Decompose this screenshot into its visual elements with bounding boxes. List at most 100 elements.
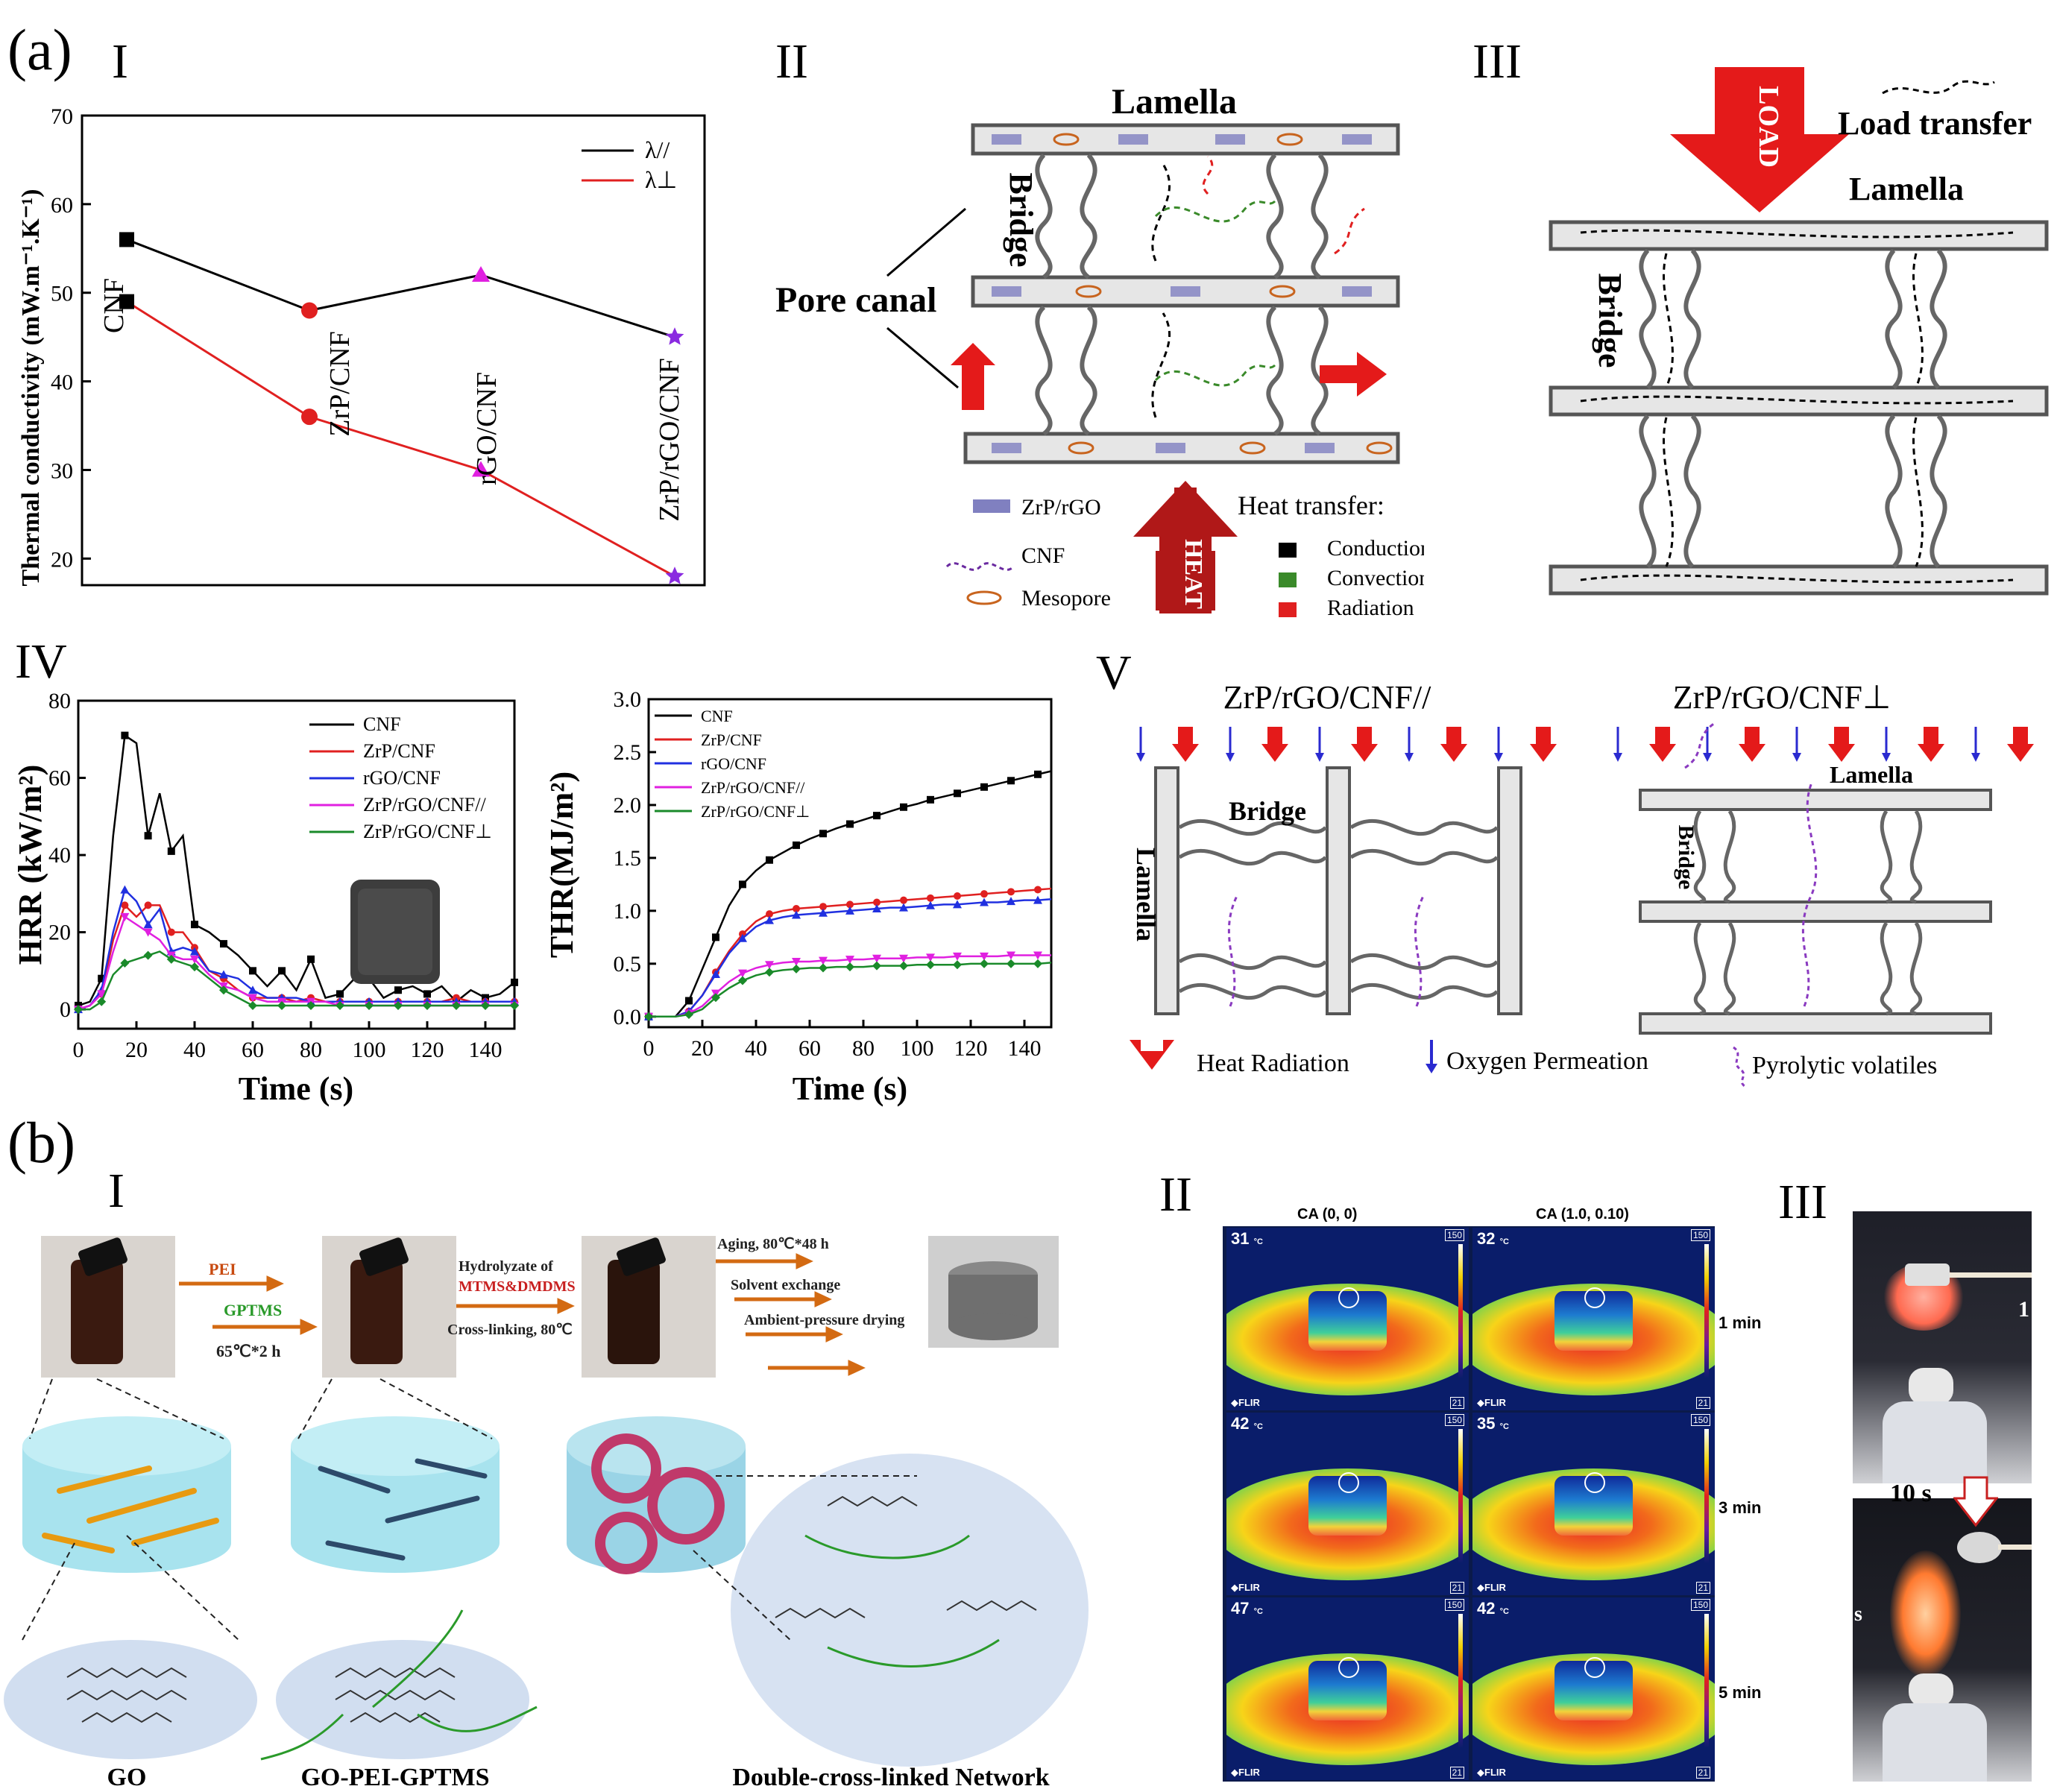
- legend-label: ZrP/CNF: [363, 740, 435, 762]
- data-point: [277, 1000, 286, 1010]
- heat-transfer-title: Heat transfer:: [1238, 490, 1385, 520]
- subpanel-label-aIII: III: [1472, 34, 1522, 89]
- go-sheet: [42, 1533, 115, 1553]
- data-point: [845, 906, 854, 915]
- crosslink-chain: [804, 1534, 1000, 1668]
- legend-mesopore-label: Mesopore: [1021, 586, 1111, 611]
- crosshair-icon: [1584, 1657, 1605, 1678]
- cylinder-top: [567, 1416, 746, 1476]
- pore-canal-arrow: [886, 326, 959, 389]
- y-tick-label: 3.0: [614, 687, 642, 712]
- data-point: [167, 847, 175, 855]
- subpanel-label-aV: V: [1096, 646, 1132, 700]
- data-point: [899, 961, 908, 971]
- lamella-plate: [1549, 385, 2049, 417]
- data-point: [472, 265, 490, 282]
- legend-label: ZrP/rGO/CNF//: [701, 778, 805, 797]
- scale-min: 21: [1449, 1767, 1464, 1779]
- convection-path: [1154, 364, 1276, 387]
- data-point: [685, 997, 693, 1005]
- zoom-guide: [96, 1378, 224, 1439]
- subpanel-label-aII: II: [775, 34, 808, 89]
- data-point: [980, 890, 988, 898]
- plot-frame: [77, 699, 516, 1030]
- bridge-wall: [1349, 953, 1499, 971]
- data-point: [190, 947, 199, 956]
- data-point: [1034, 770, 1042, 778]
- crosshair-icon: [1338, 1287, 1359, 1308]
- data-point: [423, 1000, 432, 1010]
- bridge-label: Bridge: [1003, 172, 1039, 267]
- heat-radiation-arrow: [1261, 727, 1288, 762]
- data-point: [121, 901, 129, 909]
- x-tick-label: 20: [125, 1038, 148, 1062]
- x-tick-label: 120: [411, 1038, 444, 1062]
- cylinder-top: [22, 1416, 231, 1476]
- legend-label: CNF: [701, 707, 733, 725]
- step2-condition: Cross-linking, 80℃: [447, 1322, 573, 1338]
- caption-double-cross-linked-network: Double-cross-linked Network: [732, 1764, 1049, 1791]
- bridge-label: Bridge: [1592, 273, 1628, 367]
- data-point: [766, 856, 773, 864]
- bridge-wall: [1639, 414, 1657, 569]
- data-point: [665, 327, 684, 345]
- heat-arrow-head: [1133, 481, 1238, 537]
- data-point: [954, 892, 961, 900]
- max-temp-readout: 42 °C: [1231, 1414, 1263, 1433]
- data-point: [980, 952, 989, 961]
- data-point: [301, 408, 318, 426]
- data-point: [510, 1000, 519, 1010]
- time-label-5min: 5 min: [1719, 1683, 1762, 1702]
- left-title: ZrP/rGO/CNF//: [1223, 679, 1431, 716]
- go-lattice: [66, 1667, 187, 1723]
- legend-heat-radiation-icon: [1130, 1040, 1174, 1070]
- max-temp-readout: 31 °C: [1231, 1229, 1263, 1248]
- color-scale-bar: [1458, 1429, 1463, 1563]
- heat-radiation-arrow: [1739, 727, 1765, 762]
- lamella-plate: [1326, 766, 1351, 1015]
- vial-cap: [617, 1237, 666, 1276]
- y-tick-label: 20: [48, 921, 71, 945]
- burner-wick: [1909, 1368, 1953, 1405]
- scale-max: 150: [1444, 1599, 1464, 1611]
- x-tick-label: 0: [73, 1038, 84, 1062]
- vial-liquid: [608, 1260, 660, 1364]
- caption-go: GO: [107, 1764, 147, 1791]
- x-tick-label: 40: [183, 1038, 206, 1062]
- bridge-wall: [1349, 848, 1499, 866]
- zoom-guide: [297, 1378, 333, 1439]
- step1-reagent-gptms: GPTMS: [224, 1301, 282, 1319]
- lamella-plate: [1154, 766, 1179, 1015]
- go-sheet: [131, 1518, 219, 1546]
- data-point: [738, 969, 747, 978]
- step1-reagent-pei: PEI: [209, 1260, 236, 1278]
- legend-label: ZrP/CNF: [701, 731, 762, 749]
- data-point: [143, 928, 153, 937]
- heat-radiation-arrow: [1172, 727, 1199, 762]
- data-point: [1007, 897, 1015, 906]
- y-axis-label: THR(MJ/m²): [544, 772, 580, 958]
- data-point: [926, 960, 935, 970]
- bridge-label-right: Bridge: [1674, 825, 1698, 890]
- sample-label-rgo-cnf: rGO/CNF: [471, 372, 503, 485]
- data-point: [765, 915, 774, 924]
- data-point: [120, 912, 130, 921]
- data-point: [766, 910, 773, 918]
- color-scale-bar: [1458, 1244, 1463, 1378]
- data-point: [278, 967, 286, 975]
- step-arrow-head: [848, 1360, 866, 1376]
- data-point: [511, 978, 518, 986]
- oxygen-arrow-head: [1136, 753, 1145, 762]
- subpanel-label-aIV: IV: [15, 634, 67, 689]
- vial-cap: [78, 1237, 127, 1276]
- bridge-wall: [1035, 305, 1053, 436]
- legend-label: ZrP/rGO/CNF⊥: [363, 821, 492, 842]
- legend-cnf-symbol: [945, 562, 1015, 571]
- data-point: [684, 1009, 693, 1019]
- data-point: [121, 731, 129, 739]
- color-scale-bar: [1704, 1244, 1709, 1378]
- x-tick-label: 20: [691, 1036, 714, 1061]
- bridge-label: Bridge: [1229, 796, 1306, 826]
- step-arrow-head: [557, 1298, 575, 1314]
- data-point: [899, 903, 908, 912]
